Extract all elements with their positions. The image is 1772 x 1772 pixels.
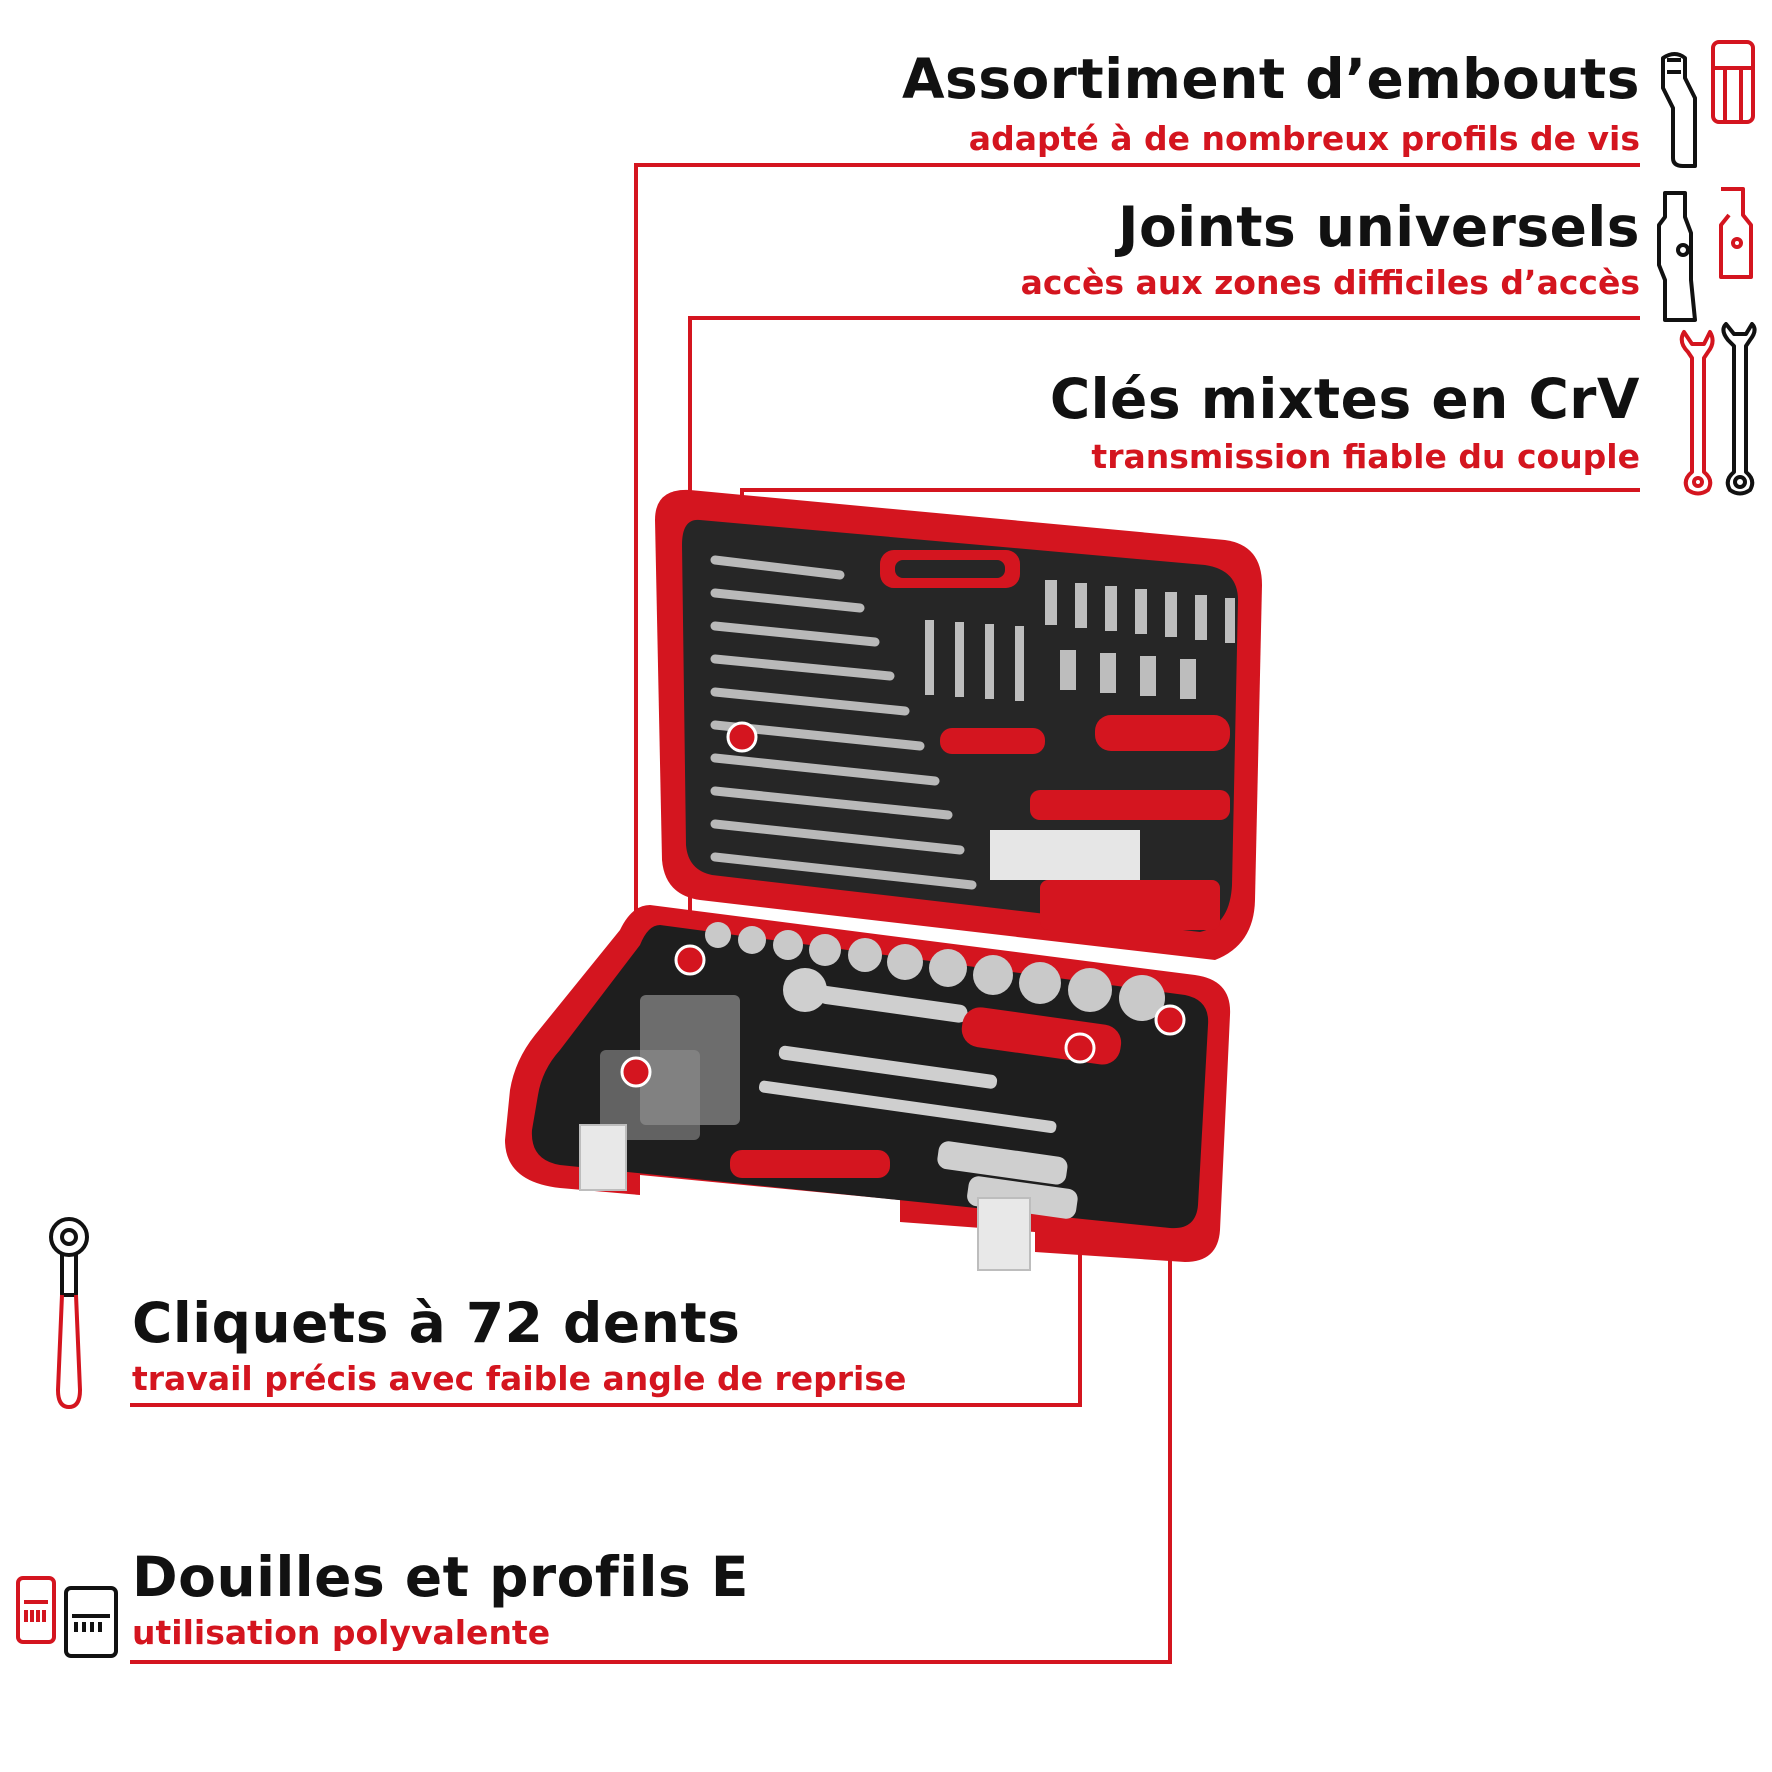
- case-base: [505, 905, 1231, 1271]
- feature-title: Joints universels: [1117, 195, 1640, 259]
- feature-subtitle: transmission fiable du couple: [1091, 437, 1640, 476]
- feature-sockets: Douilles et profils E utilisation polyva…: [132, 1546, 1132, 1656]
- feature-bits: Assortiment d’embouts adapté à de nombre…: [740, 48, 1640, 158]
- callout-dot-wrenches: [726, 721, 758, 753]
- callout-dot-sockets: [1154, 1004, 1186, 1036]
- feature-subtitle: travail précis avec faible angle de repr…: [132, 1359, 907, 1398]
- feature-wrenches: Clés mixtes en CrV transmission fiable d…: [740, 368, 1640, 478]
- callout-dot-joints: [674, 944, 706, 976]
- feature-title: Douilles et profils E: [132, 1545, 749, 1609]
- feature-subtitle: adapté à de nombreux profils de vis: [968, 119, 1640, 158]
- callout-dot-ratchets: [1064, 1032, 1096, 1064]
- feature-ratchets: Cliquets à 72 dents travail précis avec …: [132, 1292, 1132, 1402]
- feature-title: Assortiment d’embouts: [901, 47, 1640, 111]
- ratchet-icon: [49, 1217, 89, 1409]
- feature-joints: Joints universels accès aux zones diffic…: [740, 196, 1640, 306]
- combination-wrench-icon: [1679, 322, 1757, 496]
- case-lid: [655, 489, 1262, 960]
- screwdriver-bit-icon: [1661, 40, 1755, 168]
- callout-dot-bits: [620, 1056, 652, 1088]
- socket-icon: [16, 1576, 118, 1658]
- feature-title: Cliquets à 72 dents: [132, 1291, 741, 1355]
- feature-subtitle: accès aux zones difficiles d’accès: [1020, 263, 1640, 302]
- universal-joint-icon: [1657, 187, 1753, 322]
- feature-subtitle: utilisation polyvalente: [132, 1613, 551, 1652]
- feature-title: Clés mixtes en CrV: [1049, 367, 1640, 431]
